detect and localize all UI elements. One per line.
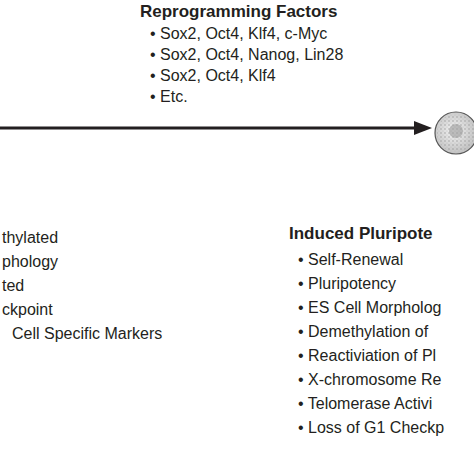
- process-arrow: [0, 121, 432, 135]
- property-item: ckpoint: [2, 300, 53, 320]
- factor-item: • Sox2, Oct4, Klf4, c-Myc: [150, 24, 327, 44]
- property-item: phology: [2, 252, 58, 272]
- property-item: • Demethylation of: [298, 322, 428, 342]
- property-item: • Loss of G1 Checkp: [298, 418, 444, 438]
- property-item: Cell Specific Markers: [12, 324, 162, 344]
- property-item: ted: [2, 276, 24, 296]
- factor-item: • Sox2, Oct4, Klf4: [150, 66, 276, 86]
- property-item: • X-chromosome Re: [298, 370, 441, 390]
- property-item: thylated: [2, 228, 58, 248]
- property-item: • Pluripotency: [298, 274, 396, 294]
- factor-item: • Etc.: [150, 87, 188, 107]
- property-item: • ES Cell Morpholog: [298, 298, 441, 318]
- list-heading: Induced Pluripote: [289, 224, 433, 244]
- list-heading: Reprogramming Factors: [140, 2, 337, 22]
- property-item: • Self-Renewal: [298, 250, 403, 270]
- property-item: • Telomerase Activi: [298, 394, 432, 414]
- ips-cell: [435, 112, 474, 154]
- factor-item: • Sox2, Oct4, Nanog, Lin28: [150, 45, 343, 65]
- property-item: • Reactiviation of Pl: [298, 346, 436, 366]
